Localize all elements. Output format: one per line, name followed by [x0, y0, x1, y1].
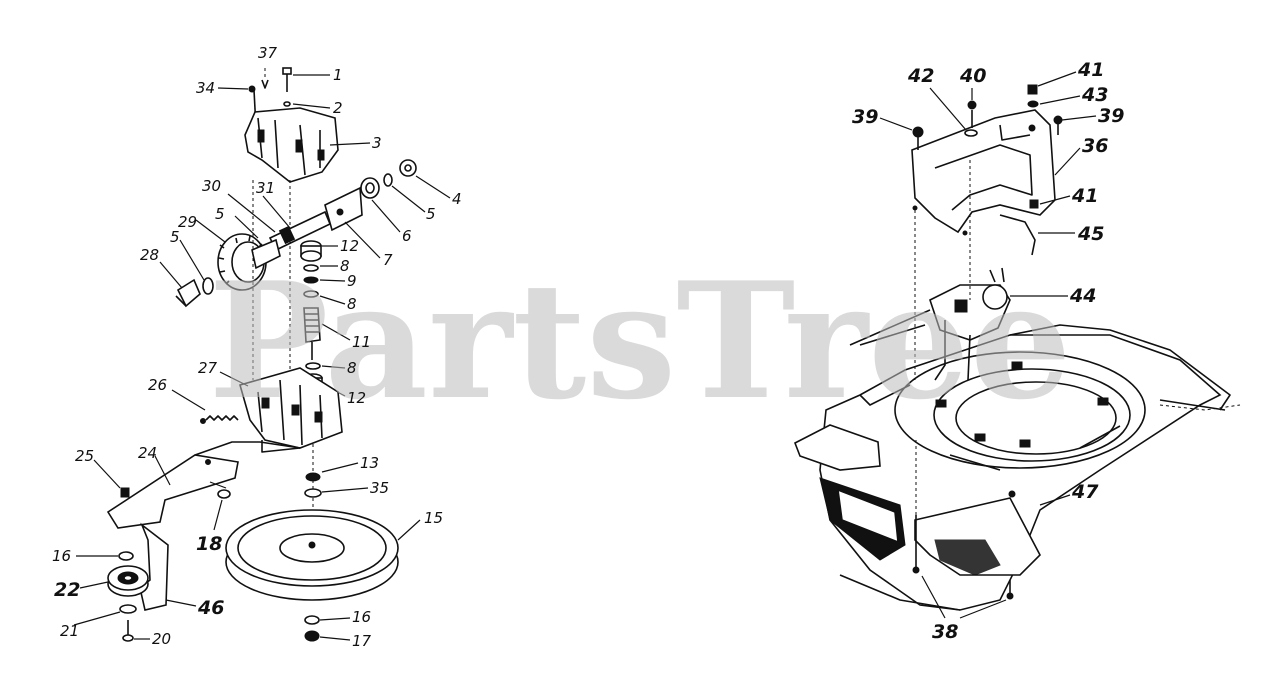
callout-4: 4 [452, 190, 462, 208]
idler-bracket-46 [139, 522, 169, 611]
worm-gear-29 [217, 233, 281, 291]
handle-bracket-36 [911, 109, 1056, 236]
callout-1: 1 [333, 66, 343, 84]
callout-47: 47 [1071, 481, 1099, 503]
washer-5-left [202, 277, 214, 295]
callout-46: 46 [197, 597, 224, 619]
nut-41-top [1027, 84, 1038, 95]
drive-pulley-15 [225, 509, 399, 601]
callout-7: 7 [383, 251, 393, 269]
callout-45: 45 [1077, 223, 1104, 245]
washer-8-b [303, 290, 319, 298]
callout-30: 30 [202, 177, 221, 195]
callout-11: 11 [352, 333, 371, 351]
spacer-21 [119, 604, 137, 614]
washer-2 [283, 101, 291, 107]
wire-rod-45 [999, 214, 1036, 256]
nut-25 [120, 487, 130, 498]
callout-2: 2 [333, 99, 343, 117]
callout-43: 43 [1081, 84, 1108, 106]
callout-15: 15 [424, 509, 443, 527]
callout-28: 28 [140, 246, 159, 264]
callout-13: 13 [360, 454, 379, 472]
bolt-39-right [1053, 115, 1063, 135]
bushing-12-top [300, 240, 322, 262]
bolt-39-left [912, 126, 924, 150]
washer-8-a [303, 264, 319, 272]
washer-8-c [305, 362, 321, 370]
washer-42 [964, 129, 978, 137]
callout-17: 17 [352, 632, 372, 650]
washer-43 [1027, 100, 1039, 108]
nut-4 [399, 159, 417, 177]
callout-12-bottom: 12 [347, 389, 366, 407]
washer-35 [304, 488, 322, 498]
left-assembly [73, 67, 451, 642]
gear-housing-cover-3 [244, 107, 339, 183]
right-assembly [793, 71, 1241, 619]
callout-41-lower: 41 [1071, 185, 1098, 207]
callout-41-top: 41 [1077, 59, 1104, 81]
callout-16-left: 16 [52, 547, 71, 565]
callout-31: 31 [256, 179, 275, 197]
callout-35: 35 [370, 479, 389, 497]
spring-26 [200, 415, 239, 424]
callout-12-top: 12 [340, 237, 359, 255]
callout-39-left: 39 [852, 106, 878, 128]
callout-22: 22 [54, 579, 80, 601]
callout-5-right: 5 [426, 205, 436, 223]
callout-44: 44 [1069, 285, 1096, 307]
bolt-18 [209, 481, 231, 499]
lever-plate-24 [106, 441, 301, 529]
callout-36: 36 [1082, 135, 1108, 157]
bearing-6 [360, 177, 380, 199]
screw-20 [122, 620, 134, 642]
callout-5-left: 5 [170, 228, 180, 246]
watermark-text: PartsTree [208, 247, 1071, 435]
washer-13 [305, 472, 321, 482]
callout-29: 29 [178, 213, 197, 231]
callout-42: 42 [907, 65, 934, 87]
callout-26: 26 [148, 376, 167, 394]
callout-21: 21 [60, 622, 79, 640]
bushing-5 [383, 173, 393, 187]
callout-8-a: 8 [340, 257, 350, 275]
ring-9 [303, 276, 319, 284]
callout-20: 20 [152, 630, 171, 648]
callout-18: 18 [196, 533, 222, 555]
callout-34: 34 [196, 79, 215, 97]
nut-17 [304, 630, 320, 642]
screw-1 [282, 67, 292, 92]
nut-41-lower [1029, 199, 1039, 209]
deflector-47 [914, 490, 1041, 576]
worm-shaft-11 [303, 307, 321, 360]
washer-16-left [118, 551, 134, 561]
idler-pulley-22 [107, 565, 149, 597]
callout-39-right: 39 [1098, 105, 1124, 127]
callout-9: 9 [347, 272, 357, 290]
callout-3: 3 [372, 134, 382, 152]
callout-8-b: 8 [347, 295, 357, 313]
callout-24: 24 [138, 444, 157, 462]
clip-37 [261, 68, 269, 89]
callout-16-bottom: 16 [352, 608, 371, 626]
callout-38: 38 [932, 621, 958, 643]
callout-labels: 37 1 34 2 3 30 31 4 5 5 29 5 6 7 12 28 8… [52, 44, 1124, 650]
callout-6: 6 [402, 227, 412, 245]
screws-38 [912, 515, 1014, 600]
callout-27: 27 [198, 359, 218, 377]
callout-8-c: 8 [347, 359, 357, 377]
hub-28 [175, 278, 201, 308]
lower-housing-27 [239, 367, 343, 453]
washer-16-bottom [304, 615, 320, 625]
callout-40: 40 [959, 65, 986, 87]
bolt-40 [967, 100, 977, 128]
callout-25: 25 [75, 447, 94, 465]
engine-mount-44 [849, 267, 1011, 381]
callout-37: 37 [258, 44, 278, 62]
callout-5-top: 5 [215, 205, 225, 223]
